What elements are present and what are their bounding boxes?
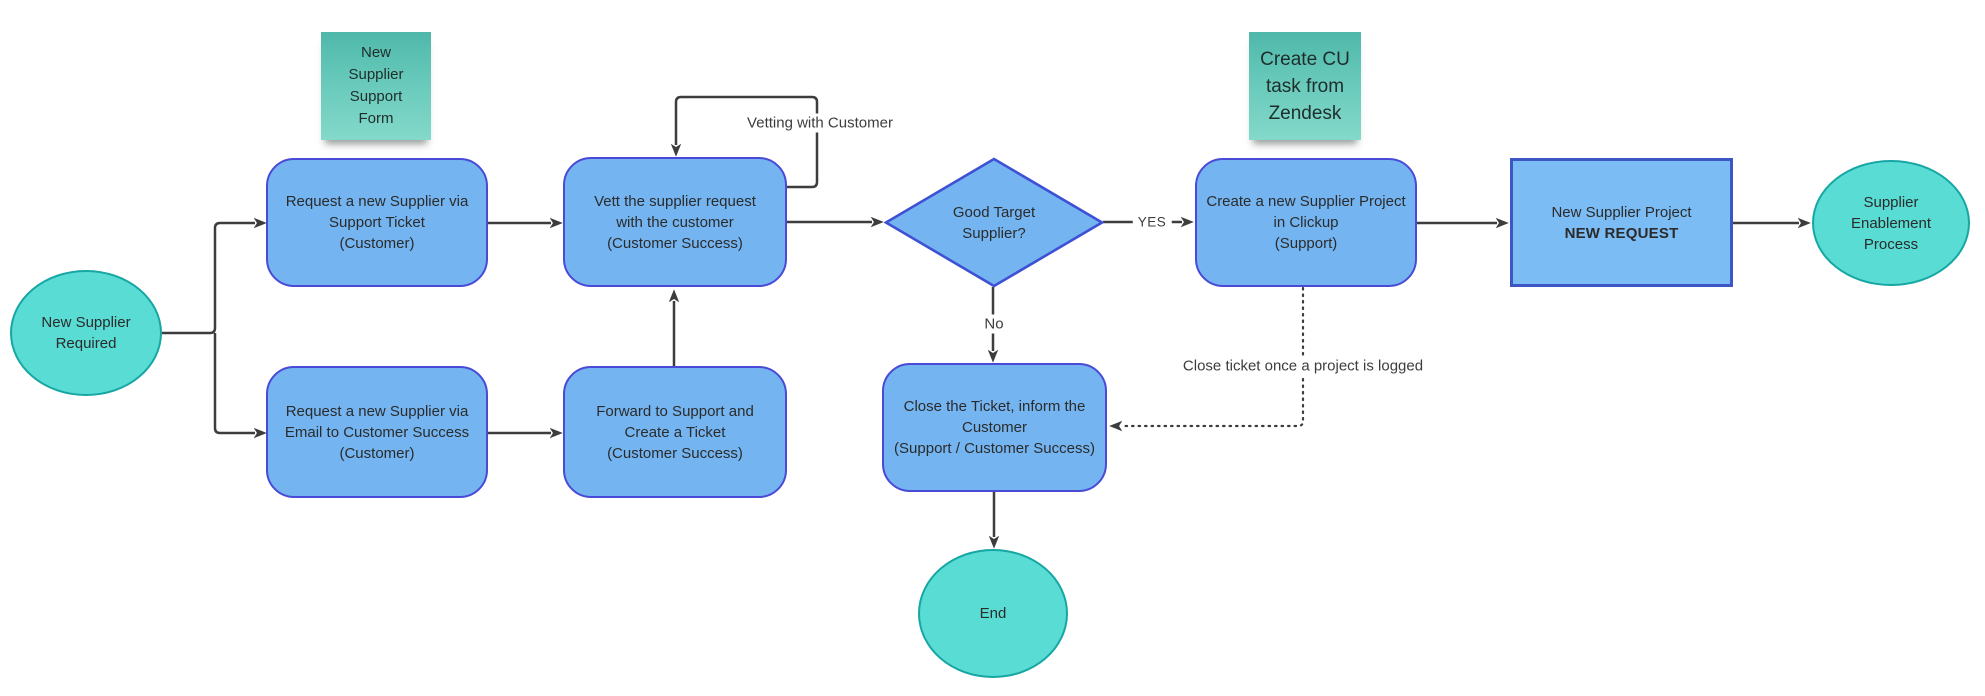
diamond-shape <box>884 157 1104 288</box>
connector-start-to-request-email[interactable] <box>213 333 267 439</box>
connector-start-to-request-ticket[interactable] <box>162 217 267 335</box>
end-node[interactable]: End <box>918 549 1068 678</box>
node-label: Good Target Supplier? <box>952 203 1036 242</box>
edge-label-close-ticket-note[interactable]: Close ticket once a project is logged <box>1177 356 1429 376</box>
start-node[interactable]: New Supplier Required <box>10 270 162 396</box>
sticky-note-cu-task[interactable]: Create CU task from Zendesk <box>1249 32 1361 140</box>
edge-label-yes[interactable]: YES <box>1132 213 1172 231</box>
rect-new-supplier-project[interactable]: New Supplier Project NEW REQUEST <box>1510 158 1733 287</box>
connector-clickup-to-close-dotted[interactable] <box>1109 286 1305 432</box>
node-label: End <box>979 605 1007 622</box>
sticky-note-text: Create CU task from Zendesk <box>1260 48 1350 124</box>
process-forward-to-support[interactable]: Forward to Support and Create a Ticket (… <box>563 366 787 498</box>
node-label: Vett the supplier request with the custo… <box>594 192 756 252</box>
node-label-line1: New Supplier Project <box>1551 203 1692 221</box>
node-label-line2: NEW REQUEST <box>1564 224 1679 242</box>
process-vett-supplier-request[interactable]: Vett the supplier request with the custo… <box>563 157 787 287</box>
process-request-via-email[interactable]: Request a new Supplier via Email to Cust… <box>266 366 488 498</box>
process-create-clickup-project[interactable]: Create a new Supplier Project in Clickup… <box>1195 158 1417 287</box>
process-close-ticket[interactable]: Close the Ticket, inform the Customer (S… <box>882 363 1107 492</box>
node-label: New Supplier Required <box>41 314 131 352</box>
terminal-supplier-enablement[interactable]: Supplier Enablement Process <box>1812 160 1970 286</box>
node-label: Close the Ticket, inform the Customer (S… <box>894 398 1095 457</box>
edge-label-vetting-with-customer[interactable]: Vetting with Customer <box>742 113 898 133</box>
node-label: Request a new Supplier via Email to Cust… <box>284 402 470 462</box>
node-label: Supplier Enablement Process <box>1850 193 1932 253</box>
process-request-via-support-ticket[interactable]: Request a new Supplier via Support Ticke… <box>266 158 488 287</box>
decision-good-target-supplier[interactable]: Good Target Supplier? <box>884 157 1104 288</box>
sticky-note-text: New Supplier Support Form <box>348 44 404 127</box>
node-label: Request a new Supplier via Support Ticke… <box>285 193 469 252</box>
node-label: Create a new Supplier Project in Clickup… <box>1206 193 1406 252</box>
connector-vett-self-loop[interactable] <box>670 95 819 189</box>
node-label: Forward to Support and Create a Ticket (… <box>596 402 754 462</box>
sticky-note-support-form[interactable]: New Supplier Support Form <box>321 32 431 140</box>
edge-label-no[interactable]: No <box>979 314 1009 334</box>
